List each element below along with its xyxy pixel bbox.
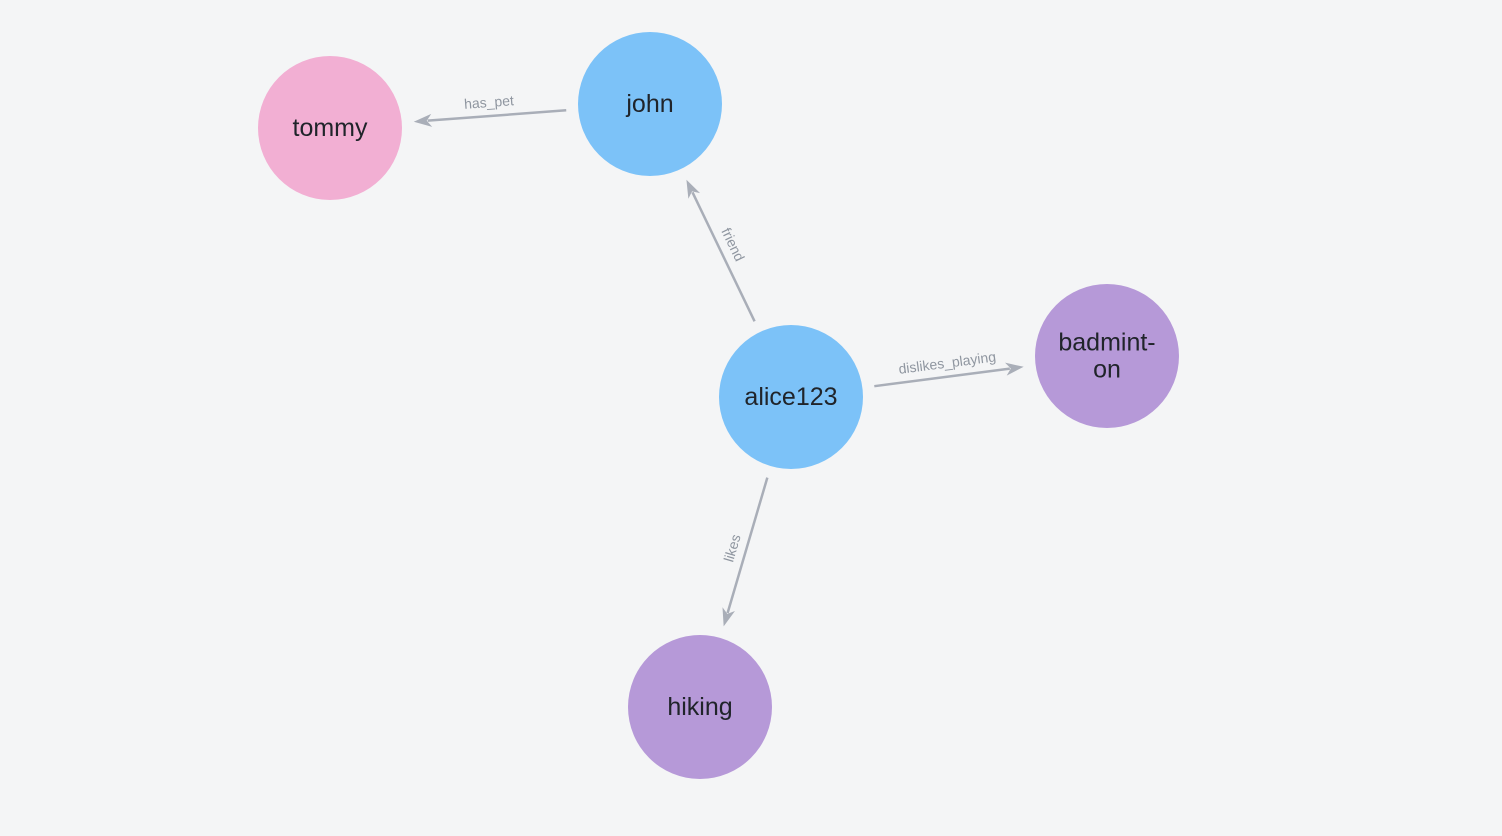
- edge-alice123-hiking[interactable]: likes: [720, 477, 769, 627]
- edge-line-friend[interactable]: [691, 191, 756, 322]
- graph-node-alice123[interactable]: alice123: [719, 325, 863, 469]
- node-circle-badminton[interactable]: [1035, 284, 1179, 428]
- graph-node-badminton[interactable]: badmint-on: [1035, 284, 1179, 428]
- graph-node-hiking[interactable]: hiking: [628, 635, 772, 779]
- edge-line-dislikes_playing[interactable]: [874, 367, 1010, 388]
- edge-alice123-badminton[interactable]: dislikes_playing: [874, 348, 1024, 388]
- edge-arrowhead: [722, 607, 735, 627]
- edge-line-likes[interactable]: [726, 477, 769, 614]
- edge-label-likes: likes: [720, 532, 743, 563]
- edge-line-has_pet[interactable]: [427, 109, 567, 122]
- edge-arrowhead: [1005, 362, 1024, 376]
- graph-node-john[interactable]: john: [578, 32, 722, 176]
- edge-alice123-john[interactable]: friend: [686, 179, 756, 322]
- edge-label-has_pet: has_pet: [464, 92, 515, 112]
- node-circle-hiking[interactable]: [628, 635, 772, 779]
- graph-node-tommy[interactable]: tommy: [258, 56, 402, 200]
- node-circle-tommy[interactable]: [258, 56, 402, 200]
- edge-arrowhead: [413, 113, 433, 127]
- node-circle-john[interactable]: [578, 32, 722, 176]
- node-circle-alice123[interactable]: [719, 325, 863, 469]
- edge-john-tommy[interactable]: has_pet: [413, 92, 567, 127]
- edge-arrowhead: [686, 179, 701, 199]
- nodes-layer: tommy john alice123 badmint-on hiking: [258, 32, 1179, 779]
